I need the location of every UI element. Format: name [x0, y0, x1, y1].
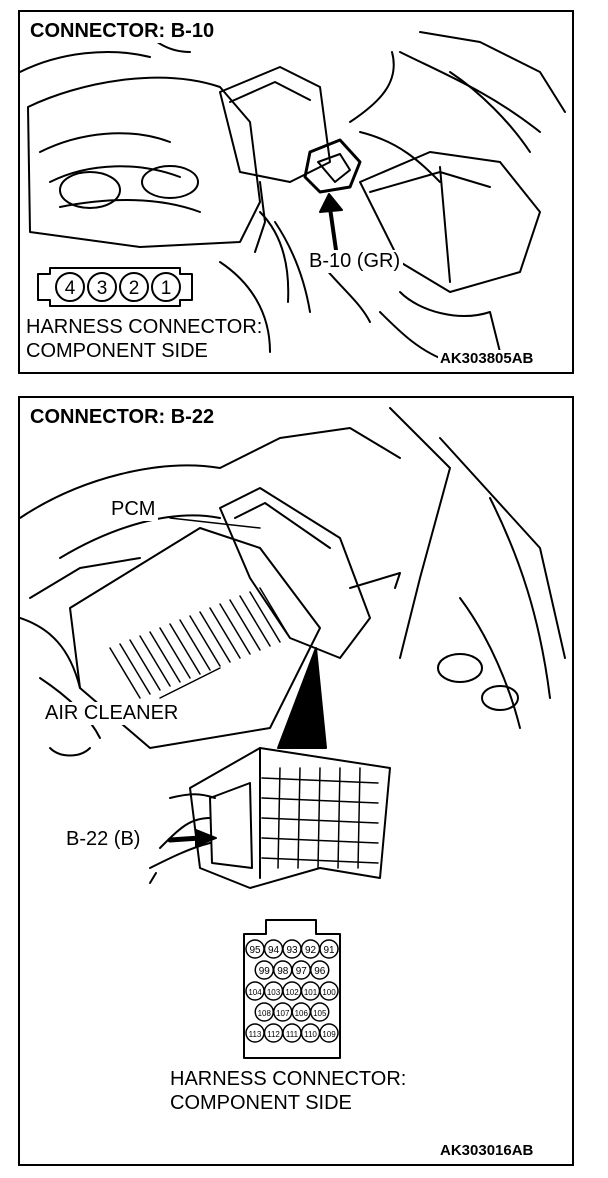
pin-label-98: 98	[277, 966, 289, 977]
panel-title-b22: CONNECTOR: B-22	[26, 406, 219, 429]
pin-label-109: 109	[322, 1030, 336, 1039]
pin-label-108: 108	[258, 1009, 272, 1018]
connector-b10-label: B-10 (GR)	[306, 250, 404, 273]
pin-label-91: 91	[323, 945, 335, 956]
pin-label-92: 92	[305, 945, 317, 956]
pin-105	[310, 1002, 330, 1022]
figure-code-b22: AK303016AB	[438, 1142, 536, 1159]
pin-label-96: 96	[314, 966, 326, 977]
air-cleaner-label: AIR CLEANER	[42, 702, 182, 725]
pin-label-104: 104	[248, 988, 262, 997]
figure-code-b10: AK303805AB	[438, 350, 536, 367]
pcm-label: PCM	[108, 498, 159, 521]
pin-label-97: 97	[296, 966, 308, 977]
pin-label-95: 95	[249, 945, 261, 956]
pin-label-4: 4	[65, 278, 76, 299]
pin-label-112: 112	[267, 1030, 280, 1039]
pin-2	[119, 272, 149, 302]
pin-label-113: 113	[249, 1030, 262, 1039]
component-side-label-b22: COMPONENT SIDE	[170, 1092, 352, 1114]
pin-label-99: 99	[259, 966, 271, 977]
pin-label-103: 103	[267, 988, 281, 997]
pin-label-110: 110	[304, 1030, 317, 1039]
pin-label-101: 101	[304, 988, 318, 997]
pin-100	[319, 981, 339, 1001]
pin-label-100: 100	[322, 988, 336, 997]
pin-label-1: 1	[161, 278, 172, 299]
pin-96	[310, 960, 330, 980]
pin-label-94: 94	[268, 945, 280, 956]
pin-label-105: 105	[313, 1009, 327, 1018]
pin-label-2: 2	[129, 278, 140, 299]
pin-label-106: 106	[295, 1009, 309, 1018]
pin-109	[319, 1023, 339, 1043]
engine-bay-illustration-b22: 95 94 93 92 91 99 98 97 96 104 103 102 101 100 108 107 1…	[20, 407, 566, 1059]
harness-connector-label-b22: HARNESS CONNECTOR:	[170, 1068, 407, 1090]
pin-4	[55, 272, 85, 302]
pin-1	[151, 272, 181, 302]
harness-connector-label-b10: HARNESS CONNECTOR:	[26, 316, 263, 338]
pin-label-3: 3	[97, 278, 108, 299]
pin-3	[87, 272, 117, 302]
pin-label-102: 102	[285, 988, 299, 997]
pin-label-107: 107	[276, 1009, 290, 1018]
connector-b22-label: B-22 (B)	[66, 828, 141, 850]
pin-label-93: 93	[286, 945, 298, 956]
component-side-label-b10: COMPONENT SIDE	[26, 340, 208, 362]
pin-label-111: 111	[286, 1030, 299, 1039]
panel-title-b10: CONNECTOR: B-10	[26, 20, 219, 43]
connector-b22-panel: 95 94 93 92 91 99 98 97 96 104 103 102 101 100 108 107 1…	[18, 396, 574, 1166]
pin-91	[319, 939, 339, 959]
